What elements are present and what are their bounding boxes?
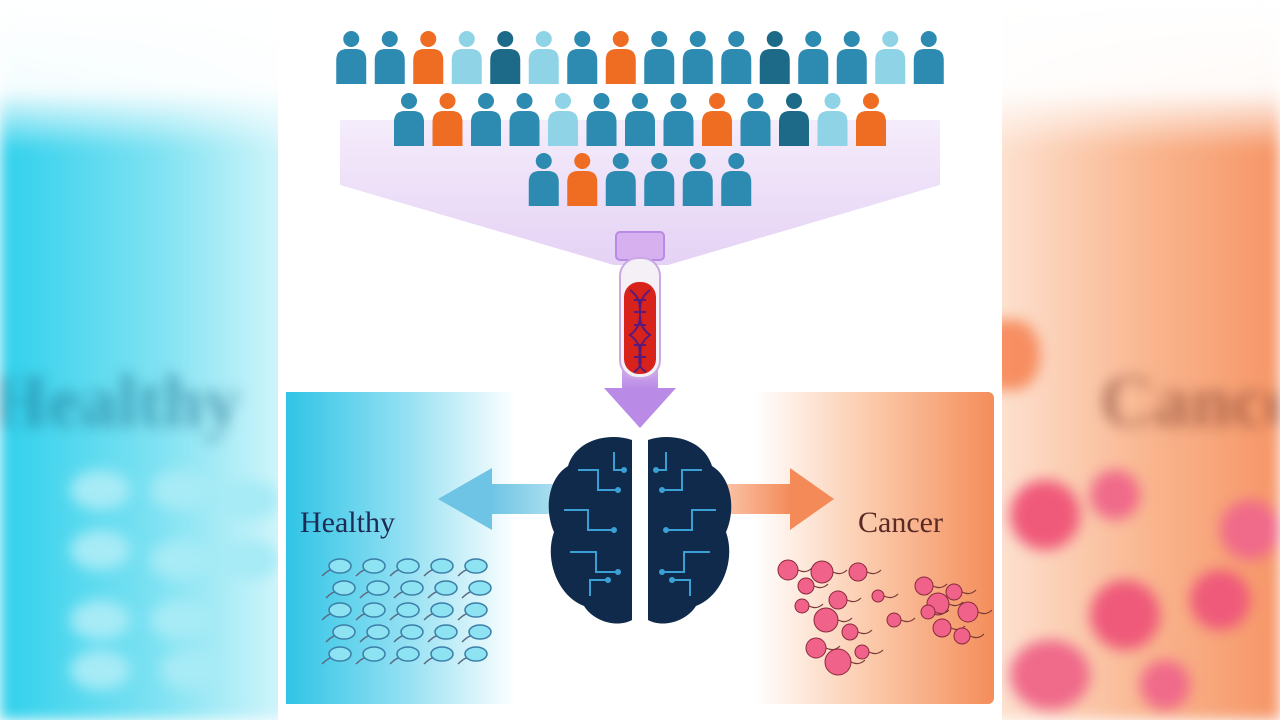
diagram-canvas xyxy=(286,31,994,704)
person-icon xyxy=(509,93,540,146)
person-icon xyxy=(721,153,752,206)
healthy-cell xyxy=(389,646,420,665)
person-icon xyxy=(567,31,598,84)
cancer-cell xyxy=(828,590,862,610)
person-icon xyxy=(413,31,444,84)
healthy-cell xyxy=(321,646,352,665)
person-icon xyxy=(644,31,675,84)
funnel-shape xyxy=(340,120,940,265)
healthy-cell xyxy=(321,558,352,577)
person-icon xyxy=(605,31,636,84)
healthy-cell xyxy=(393,580,424,599)
healthy-label: Healthy xyxy=(300,506,395,539)
person-icon xyxy=(490,31,521,84)
person-icon xyxy=(721,31,752,84)
healthy-cell xyxy=(355,602,386,621)
person-icon xyxy=(682,31,713,84)
dna-helix-icon xyxy=(628,289,652,373)
healthy-cell xyxy=(461,624,492,643)
healthy-cell xyxy=(427,624,458,643)
healthy-cell xyxy=(393,624,424,643)
person-icon xyxy=(432,93,463,146)
cancer-cell xyxy=(914,576,948,596)
person-icon xyxy=(394,93,424,146)
cancer-label: Cancer xyxy=(858,506,943,539)
cancer-cell xyxy=(871,589,899,603)
person-icon xyxy=(567,153,598,206)
healthy-cell xyxy=(325,580,356,599)
cancer-cell xyxy=(945,583,977,601)
blurred-healthy-text: Healthy xyxy=(0,361,241,443)
blood-sample-tube-icon xyxy=(615,231,665,379)
person-icon xyxy=(759,31,790,84)
person-icon xyxy=(682,153,713,206)
person-icon xyxy=(663,93,694,146)
person-icon xyxy=(528,153,559,206)
person-icon xyxy=(798,31,829,84)
person-icon xyxy=(528,31,559,84)
healthy-cell xyxy=(389,602,420,621)
person-icon xyxy=(836,31,867,84)
healthy-cell xyxy=(427,580,458,599)
healthy-cells-icon xyxy=(321,558,492,665)
cancer-cell xyxy=(854,644,884,660)
healthy-cell xyxy=(389,558,420,577)
cancer-cell xyxy=(794,598,824,614)
cancer-cell xyxy=(920,604,950,620)
cancer-cell xyxy=(841,623,873,641)
person-icon xyxy=(875,31,906,84)
healthy-cell xyxy=(355,558,386,577)
blurred-background-right: Cancer xyxy=(990,0,1280,720)
person-icon xyxy=(913,31,944,84)
person-icon xyxy=(779,93,809,146)
cancer-cell xyxy=(810,560,848,584)
cancer-cell xyxy=(848,562,882,582)
population-group xyxy=(336,31,944,206)
person-icon xyxy=(451,31,482,84)
cancer-cell xyxy=(813,607,853,633)
cancer-panel xyxy=(754,392,994,704)
healthy-cell xyxy=(321,602,352,621)
healthy-cell xyxy=(423,602,454,621)
person-icon xyxy=(471,93,501,146)
blurred-background-left: Healthy xyxy=(0,0,290,720)
person-icon xyxy=(586,93,617,146)
healthy-cell xyxy=(457,602,488,621)
person-icon xyxy=(625,93,655,146)
cancer-cell xyxy=(957,601,993,623)
blurred-cancer-text: Cancer xyxy=(1100,361,1280,443)
healthy-cell xyxy=(355,646,386,665)
healthy-cell xyxy=(461,580,492,599)
cancer-cells-icon xyxy=(777,559,993,676)
ai-brain-icon xyxy=(548,437,732,624)
healthy-cell xyxy=(359,580,390,599)
person-icon xyxy=(817,93,848,146)
cancer-cell xyxy=(932,618,966,638)
person-icon xyxy=(336,31,367,84)
main-figure xyxy=(278,0,1002,720)
cancer-cell xyxy=(953,627,985,645)
cancer-cell xyxy=(824,648,866,676)
person-icon xyxy=(374,31,405,84)
person-icon xyxy=(644,153,675,206)
cancer-cell xyxy=(797,577,829,595)
healthy-cell xyxy=(457,558,488,577)
healthy-cell xyxy=(457,646,488,665)
circuit-lines xyxy=(564,452,716,596)
healthy-cell xyxy=(423,646,454,665)
person-icon xyxy=(605,153,636,206)
healthy-cell xyxy=(423,558,454,577)
healthy-cell xyxy=(325,624,356,643)
healthy-cell xyxy=(359,624,390,643)
person-icon xyxy=(702,93,732,146)
person-icon xyxy=(548,93,578,146)
cancer-cell xyxy=(886,612,916,628)
person-icon xyxy=(740,93,771,146)
person-icon xyxy=(856,93,886,146)
